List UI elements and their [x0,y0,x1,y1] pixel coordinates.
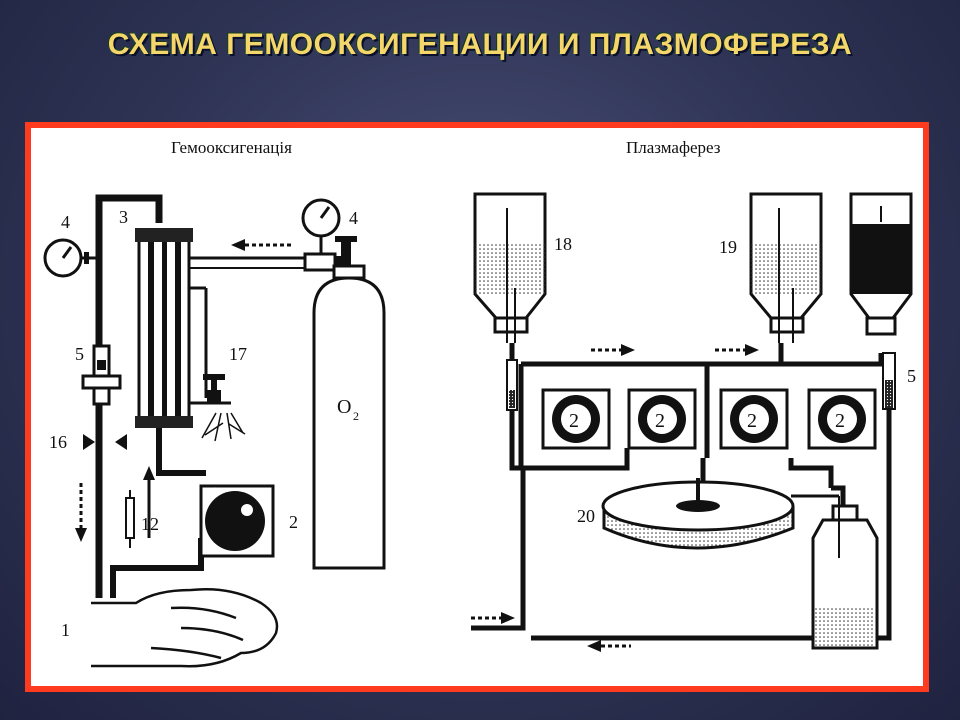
centrifuge-20 [601,478,795,550]
roller-pump-2 [627,388,697,450]
label-19: 19 [719,237,737,257]
pump-label-3: 2 [747,410,757,432]
flowmeter-5-left [81,344,122,406]
bottle-18 [473,192,547,343]
manometer-right [301,198,357,272]
label-16: 16 [49,432,67,452]
right-heading: Плазмаферез [626,138,721,157]
pump-label-1: 2 [569,410,579,432]
pump-label-2: 2 [655,410,665,432]
bottle-19 [749,192,823,343]
label-20: 20 [577,506,595,526]
oxygen-flow-arrow [231,239,293,251]
flowmeter-5-right [882,352,896,410]
label-3: 3 [119,207,128,227]
diagram-canvas: Гемооксигенація 4 3 [31,128,923,686]
manometer-left [43,238,97,278]
oxygen-label: O [337,396,351,418]
collection-bottle [791,494,879,650]
roller-pump-1 [541,388,611,450]
label-4-left: 4 [61,212,70,232]
valve-17 [189,374,246,442]
label-1: 1 [61,620,70,640]
left-heading: Гемооксигенація [171,138,292,157]
blood-bottle [849,192,913,336]
label-2-left: 2 [289,512,298,532]
label-5-left: 5 [75,344,84,364]
downflow-arrow [75,483,87,542]
label-18: 18 [554,234,572,254]
oxygen-subscript: 2 [353,409,359,423]
flowmeter-18 [506,359,518,411]
label-5-right: 5 [907,366,916,386]
pump-label-4: 2 [835,410,845,432]
diagram-svg: Гемооксигенація 4 3 [43,138,916,668]
syringe-12 [125,466,155,548]
label-17: 17 [229,344,247,364]
plasma-flow-arrows [471,344,759,652]
label-12: 12 [141,514,159,534]
oxygen-cylinder [312,264,386,570]
patient-hand [91,588,279,668]
roller-pump-4 [807,388,877,450]
slide-title: СХЕМА ГЕМООКСИГЕНАЦИИ И ПЛАЗМОФЕРЕЗА [107,28,853,61]
plasma-tubing [471,343,892,641]
roller-pump-left [199,484,275,558]
label-4-right: 4 [349,208,358,228]
diagram-frame: Гемооксигенація 4 3 [25,122,929,692]
oxygenator-column [135,228,311,428]
roller-pump-3 [719,388,789,450]
clamp-16 [83,434,127,450]
